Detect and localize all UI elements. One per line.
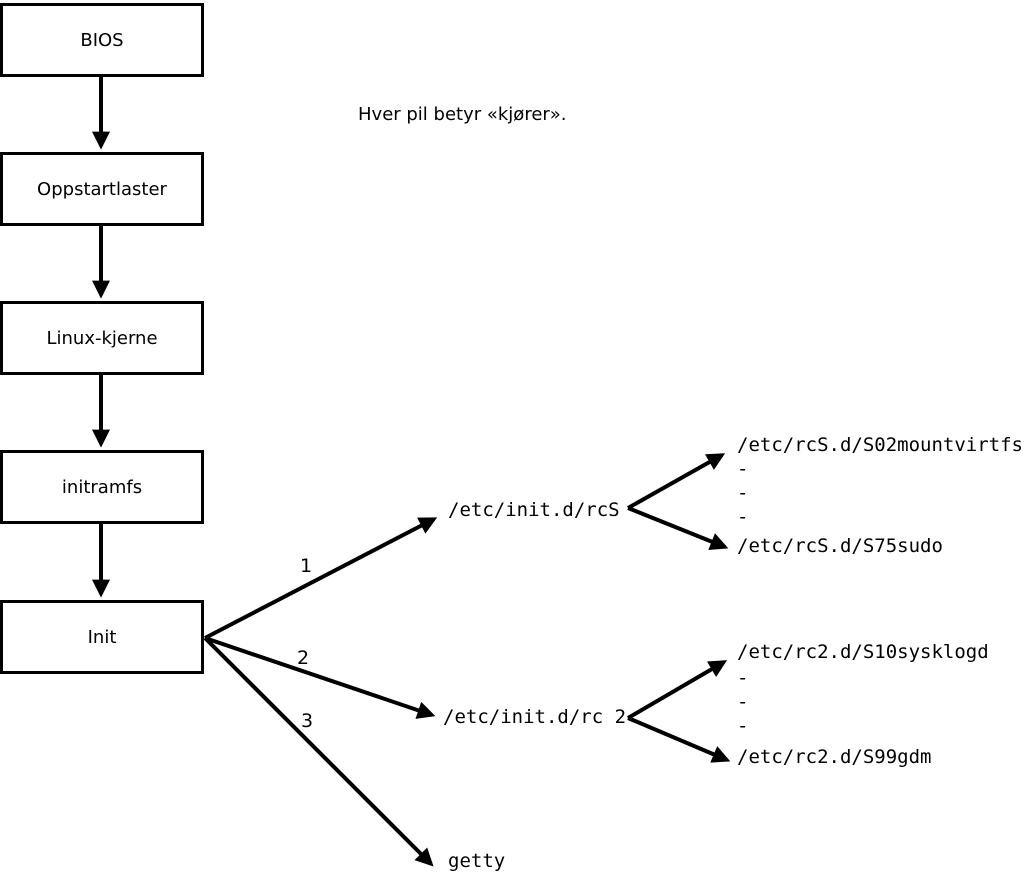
- branch-number-3: 3: [301, 710, 314, 732]
- label-rc2-last-script: /etc/rc2.d/S99gdm: [737, 746, 932, 768]
- rcS-ellipsis-dash: -: [737, 458, 749, 480]
- branch-number-1: 1: [300, 555, 313, 577]
- rc2-ellipsis-dash: -: [737, 715, 749, 737]
- box-init-label: Init: [87, 626, 117, 648]
- rcS-ellipsis-dash: -: [737, 506, 749, 528]
- arrow-rc2-to-s10sysklogd: [626, 660, 728, 720]
- label-rcS-first-script: /etc/rcS.d/S02mountvirtfs: [737, 434, 1023, 456]
- arrow-rcS-to-s02mountvirtfs: [627, 453, 726, 510]
- label-etc-init-d-rcS: /etc/init.d/rcS: [448, 499, 620, 521]
- arrow-rcS-to-s75sudo: [627, 506, 729, 550]
- box-init: Init: [0, 600, 204, 674]
- arrow-init-to-rc2: [204, 636, 436, 719]
- arrow-init-to-getty: [203, 636, 434, 867]
- box-linux-kjerne: Linux-kjerne: [0, 301, 204, 375]
- rc2-ellipsis-dash: -: [737, 691, 749, 713]
- box-linux-kjerne-label: Linux-kjerne: [46, 327, 158, 349]
- box-initramfs-label: initramfs: [61, 476, 143, 498]
- legend-note: Hver pil betyr «kjører».: [358, 104, 567, 125]
- box-oppstartlaster: Oppstartlaster: [0, 152, 204, 226]
- branch-number-2: 2: [297, 647, 310, 669]
- box-bios: BIOS: [0, 3, 204, 77]
- box-initramfs: initramfs: [0, 450, 204, 524]
- arrow-rc2-to-s99gdm: [627, 716, 731, 763]
- label-getty: getty: [448, 850, 506, 872]
- rc2-ellipsis-dash: -: [737, 667, 749, 689]
- box-bios-label: BIOS: [80, 29, 124, 51]
- arrow-init-to-rcS: [204, 517, 438, 640]
- label-rcS-last-script: /etc/rcS.d/S75sudo: [737, 535, 943, 557]
- rcS-ellipsis-dash: -: [737, 482, 749, 504]
- box-oppstartlaster-label: Oppstartlaster: [37, 178, 167, 200]
- label-etc-init-d-rc2: /etc/init.d/rc 2: [443, 706, 627, 728]
- label-rc2-first-script: /etc/rc2.d/S10sysklogd: [737, 641, 989, 663]
